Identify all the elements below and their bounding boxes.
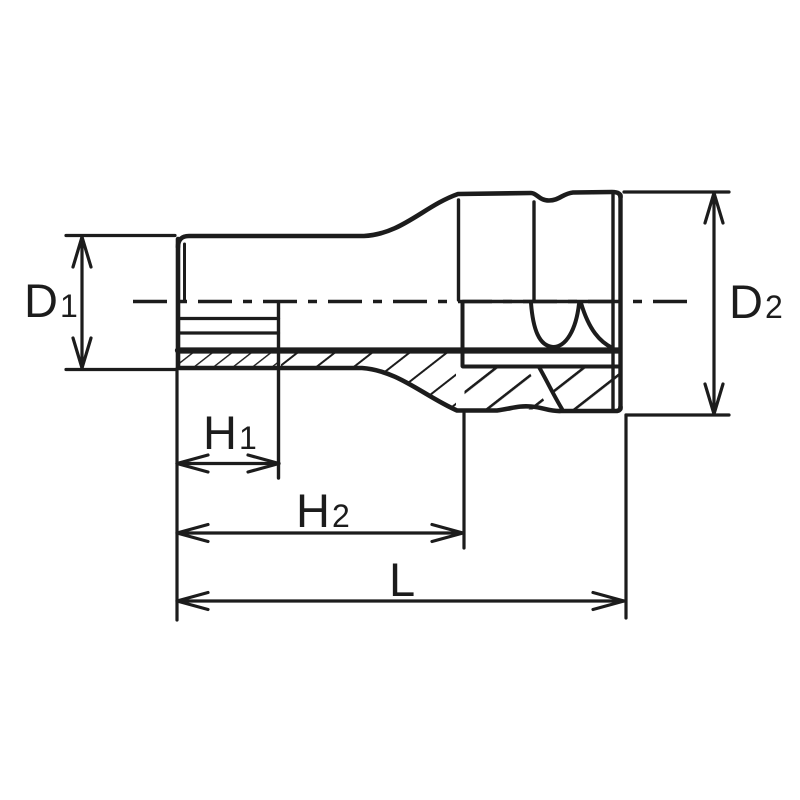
hole-chamfer-curve: [579, 301, 615, 350]
d1-arrow-down: [71, 336, 93, 370]
h2-arrow-right: [430, 522, 465, 544]
dim-h2: [175, 411, 466, 550]
hatch-break-gap: [528, 364, 562, 413]
dimension-labels: D1 D2 H1 H2 L: [24, 274, 783, 606]
dim-d1: [64, 233, 178, 372]
label-d2-main: D: [729, 275, 763, 328]
dim-l: [175, 413, 628, 620]
label-d2-sub: 2: [765, 289, 783, 325]
hatch-break-line: [537, 365, 564, 411]
label-h2-sub: 2: [332, 498, 350, 534]
dim-d2: [622, 190, 731, 417]
socket-body: [175, 189, 623, 414]
label-h1: H1: [203, 406, 257, 459]
label-d1-main: D: [24, 274, 58, 327]
label-h2-main: H: [296, 484, 330, 537]
label-l: L: [389, 553, 415, 606]
hatch-left-wall: [180, 352, 277, 368]
l-arrow-left: [175, 590, 210, 612]
dim-h1: [175, 453, 281, 474]
section-interior: [174, 299, 623, 480]
dimensions: [64, 190, 731, 622]
label-d1-sub: 1: [60, 288, 78, 324]
h1-arrow-right: [246, 453, 281, 474]
label-d2: D2: [729, 275, 783, 328]
label-d1: D1: [24, 274, 78, 327]
d2-arrow-up: [703, 191, 725, 225]
outline-top-profile: [175, 189, 623, 250]
label-h1-sub: 1: [239, 420, 257, 456]
ball-recess-curve: [529, 301, 581, 350]
outline-bottom-profile: [175, 365, 623, 414]
label-h2: H2: [296, 484, 350, 537]
h2-arrow-left: [175, 522, 210, 544]
l-arrow-right: [591, 590, 626, 612]
h1-arrow-left: [175, 453, 210, 474]
label-l-main: L: [389, 553, 415, 606]
d2-arrow-down: [703, 382, 725, 416]
d1-arrow-up: [71, 235, 93, 269]
label-h1-main: H: [203, 406, 237, 459]
